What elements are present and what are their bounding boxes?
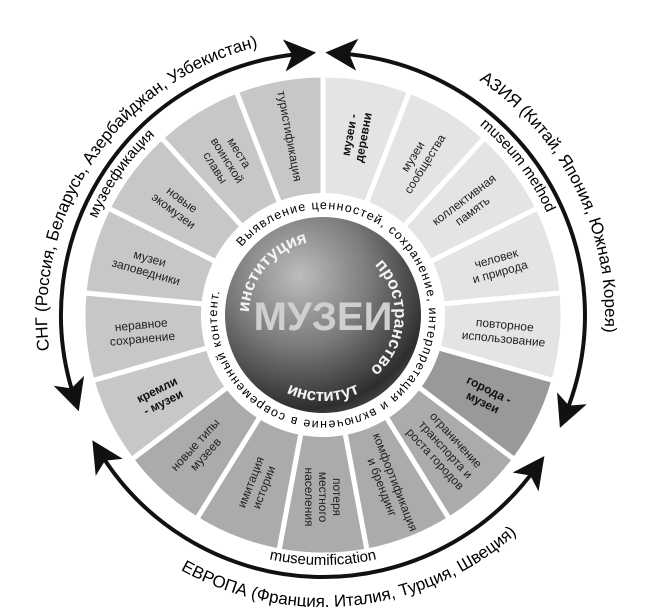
europe-arrow — [92, 440, 545, 579]
center-title: МУЗЕИ — [254, 295, 393, 339]
asia-arrow — [325, 38, 587, 428]
cis-arrow — [53, 39, 317, 412]
europe-term-label: museumification — [268, 546, 377, 569]
segment-label-line: потеря — [330, 478, 344, 516]
segment-label-line: населения — [302, 467, 316, 526]
segment-label-line: местного — [316, 472, 330, 523]
